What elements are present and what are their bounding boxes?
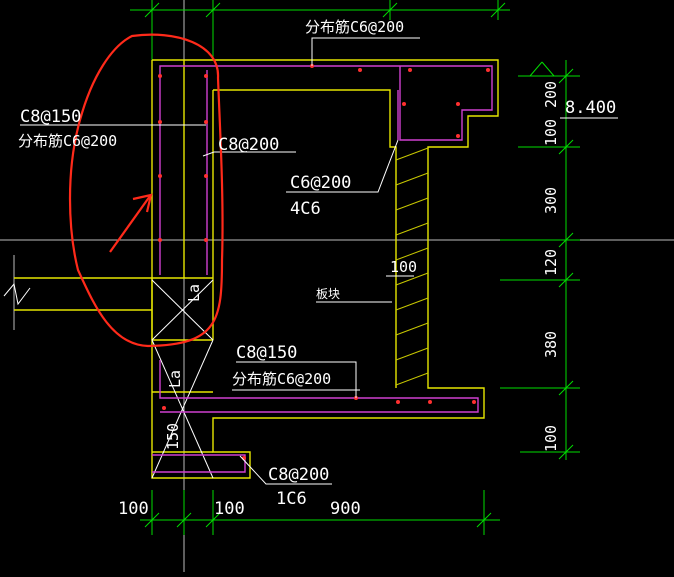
hatched-wall [395, 147, 429, 386]
dim-right-380: 380 [542, 331, 560, 358]
anchor-label-upper: La [185, 284, 203, 302]
gap-150-label: 150 [164, 423, 182, 450]
dimension-lines [130, 0, 580, 535]
markup-highlight [68, 33, 224, 348]
bottom-count-label: 1C6 [276, 489, 307, 509]
rebar-dots [158, 64, 490, 460]
dim-right-200: 200 [542, 81, 560, 108]
concrete-outline [14, 59, 499, 479]
inner-bar-label: C8@200 [218, 135, 279, 155]
break-symbol [3, 282, 31, 306]
center-note-label: 板块 [316, 287, 340, 301]
mid-dist-bar-label: 分布筋C6@200 [232, 370, 331, 388]
dim-right-120: 120 [542, 249, 560, 276]
dim-bottom-900: 900 [330, 499, 361, 519]
elevation-label: 8.400 [565, 98, 616, 118]
stirrup-count-label: 4C6 [290, 199, 321, 219]
dim-right-100b: 100 [542, 425, 560, 452]
wall-thickness-label: 100 [390, 258, 417, 276]
stirrup-label: C6@200 [290, 173, 351, 193]
dim-right-300: 300 [542, 187, 560, 214]
left-dist-bar-label: 分布筋C6@200 [18, 132, 117, 150]
rebar-lines [152, 65, 493, 473]
dim-right-100a: 100 [542, 119, 560, 146]
dim-bottom-100a: 100 [118, 499, 149, 519]
anchor-label-lower: La [166, 370, 184, 388]
left-main-bar-label: C8@150 [20, 107, 81, 127]
dim-bottom-100b: 100 [214, 499, 245, 519]
bottom-bar-label: C8@200 [268, 465, 329, 485]
top-rebar-label: 分布筋C6@200 [305, 18, 404, 36]
mid-main-bar-label: C8@150 [236, 343, 297, 363]
leader-lines [20, 37, 618, 485]
